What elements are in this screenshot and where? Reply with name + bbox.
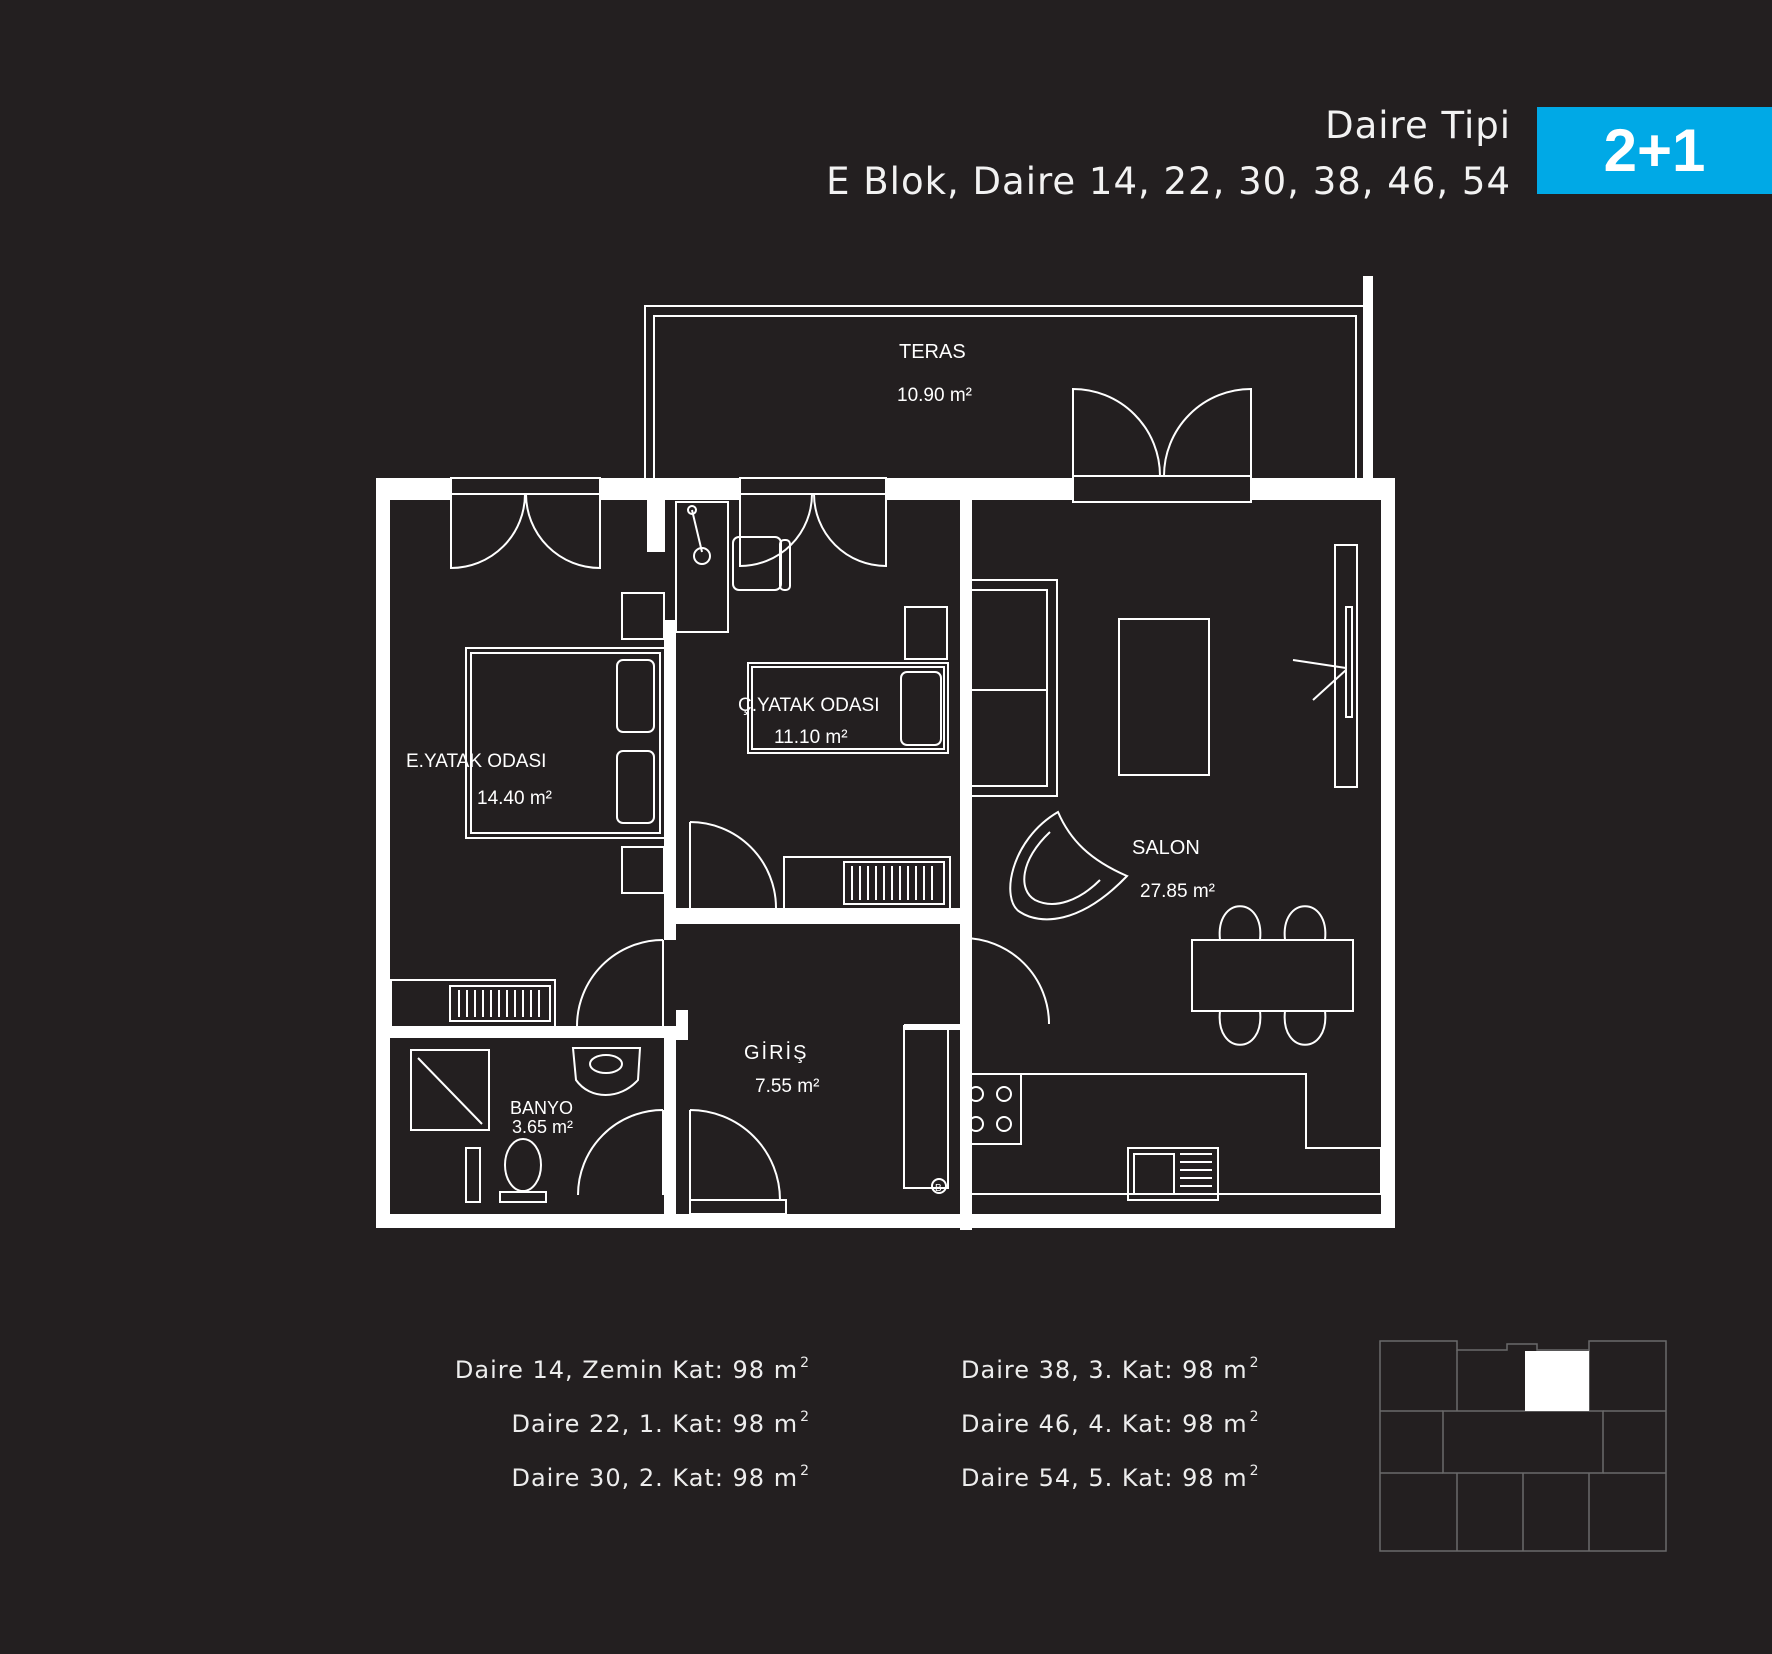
- terrace-area: 10.90 m²: [897, 385, 972, 406]
- double-bed-icon: [465, 592, 666, 894]
- toilet-icon: [499, 1138, 547, 1203]
- plan-type-title: Daire Tipi: [1325, 104, 1511, 147]
- wardrobe-icon: [390, 979, 556, 1028]
- selected-unit-marker: [1525, 1351, 1589, 1411]
- boiler-label: B: [935, 1183, 942, 1194]
- terrace-name: TERAS: [899, 341, 966, 363]
- key-plan-icon: [1379, 1340, 1667, 1552]
- armchair-icon: [1009, 810, 1129, 921]
- tv-unit-icon: [1292, 544, 1358, 788]
- terrace-railing: [644, 276, 1373, 480]
- boiler-icon: [931, 1178, 947, 1194]
- bath-cabinet-icon: [465, 1147, 481, 1203]
- sofa-icon: [962, 579, 1058, 797]
- bedroom-window-icon: [450, 477, 601, 570]
- dining-table-icon: [1191, 905, 1354, 1046]
- wardrobe-icon: [783, 856, 951, 910]
- entrance-hall-name: GİRİŞ: [744, 1041, 808, 1064]
- living-room-name: SALON: [1132, 837, 1200, 859]
- entrance-hall-area: 7.55 m²: [755, 1076, 819, 1097]
- coffee-table-icon: [1118, 618, 1210, 776]
- kitchen-counter-icon: [972, 1073, 1382, 1195]
- child-bedroom-name: Ç.YATAK ODASI: [738, 695, 879, 716]
- bathroom-name: BANYO: [510, 1098, 573, 1118]
- kitchen-sink-icon: [1127, 1147, 1219, 1201]
- master-bedroom-name: E.YATAK ODASI: [406, 751, 546, 772]
- terrace-door-icon: [1072, 387, 1252, 503]
- shower-icon: [410, 1049, 490, 1131]
- child-room-door-icon: [689, 821, 777, 909]
- stove-icon: [960, 1073, 1022, 1145]
- desk-icon: [675, 501, 729, 633]
- single-bed-icon: [747, 606, 949, 754]
- exterior-walls: [376, 478, 1395, 1230]
- block-apartments-subtitle: E Blok, Daire 14, 22, 30, 38, 46, 54: [826, 160, 1511, 203]
- child-room-window-icon: [739, 477, 887, 568]
- room-count-label: 2+1: [1603, 117, 1706, 184]
- living-room-area: 27.85 m²: [1140, 881, 1215, 902]
- chair-icon: [732, 536, 791, 591]
- salon-door-icon: [962, 937, 1050, 1025]
- bathroom-area: 3.65 m²: [512, 1117, 573, 1137]
- bathroom-door-icon: [577, 1109, 664, 1196]
- room-labels: TERAS 10.90 m² E.YATAK ODASI 14.40 m² Ç.…: [406, 341, 1215, 1194]
- entrance-door-icon: [689, 1109, 787, 1215]
- bedroom-door-icon: [576, 939, 664, 1027]
- child-bedroom-area: 11.10 m²: [774, 727, 848, 748]
- room-count-badge: 2+1: [1537, 107, 1772, 194]
- washbasin-icon: [571, 1047, 642, 1096]
- master-bedroom-area: 14.40 m²: [477, 788, 552, 809]
